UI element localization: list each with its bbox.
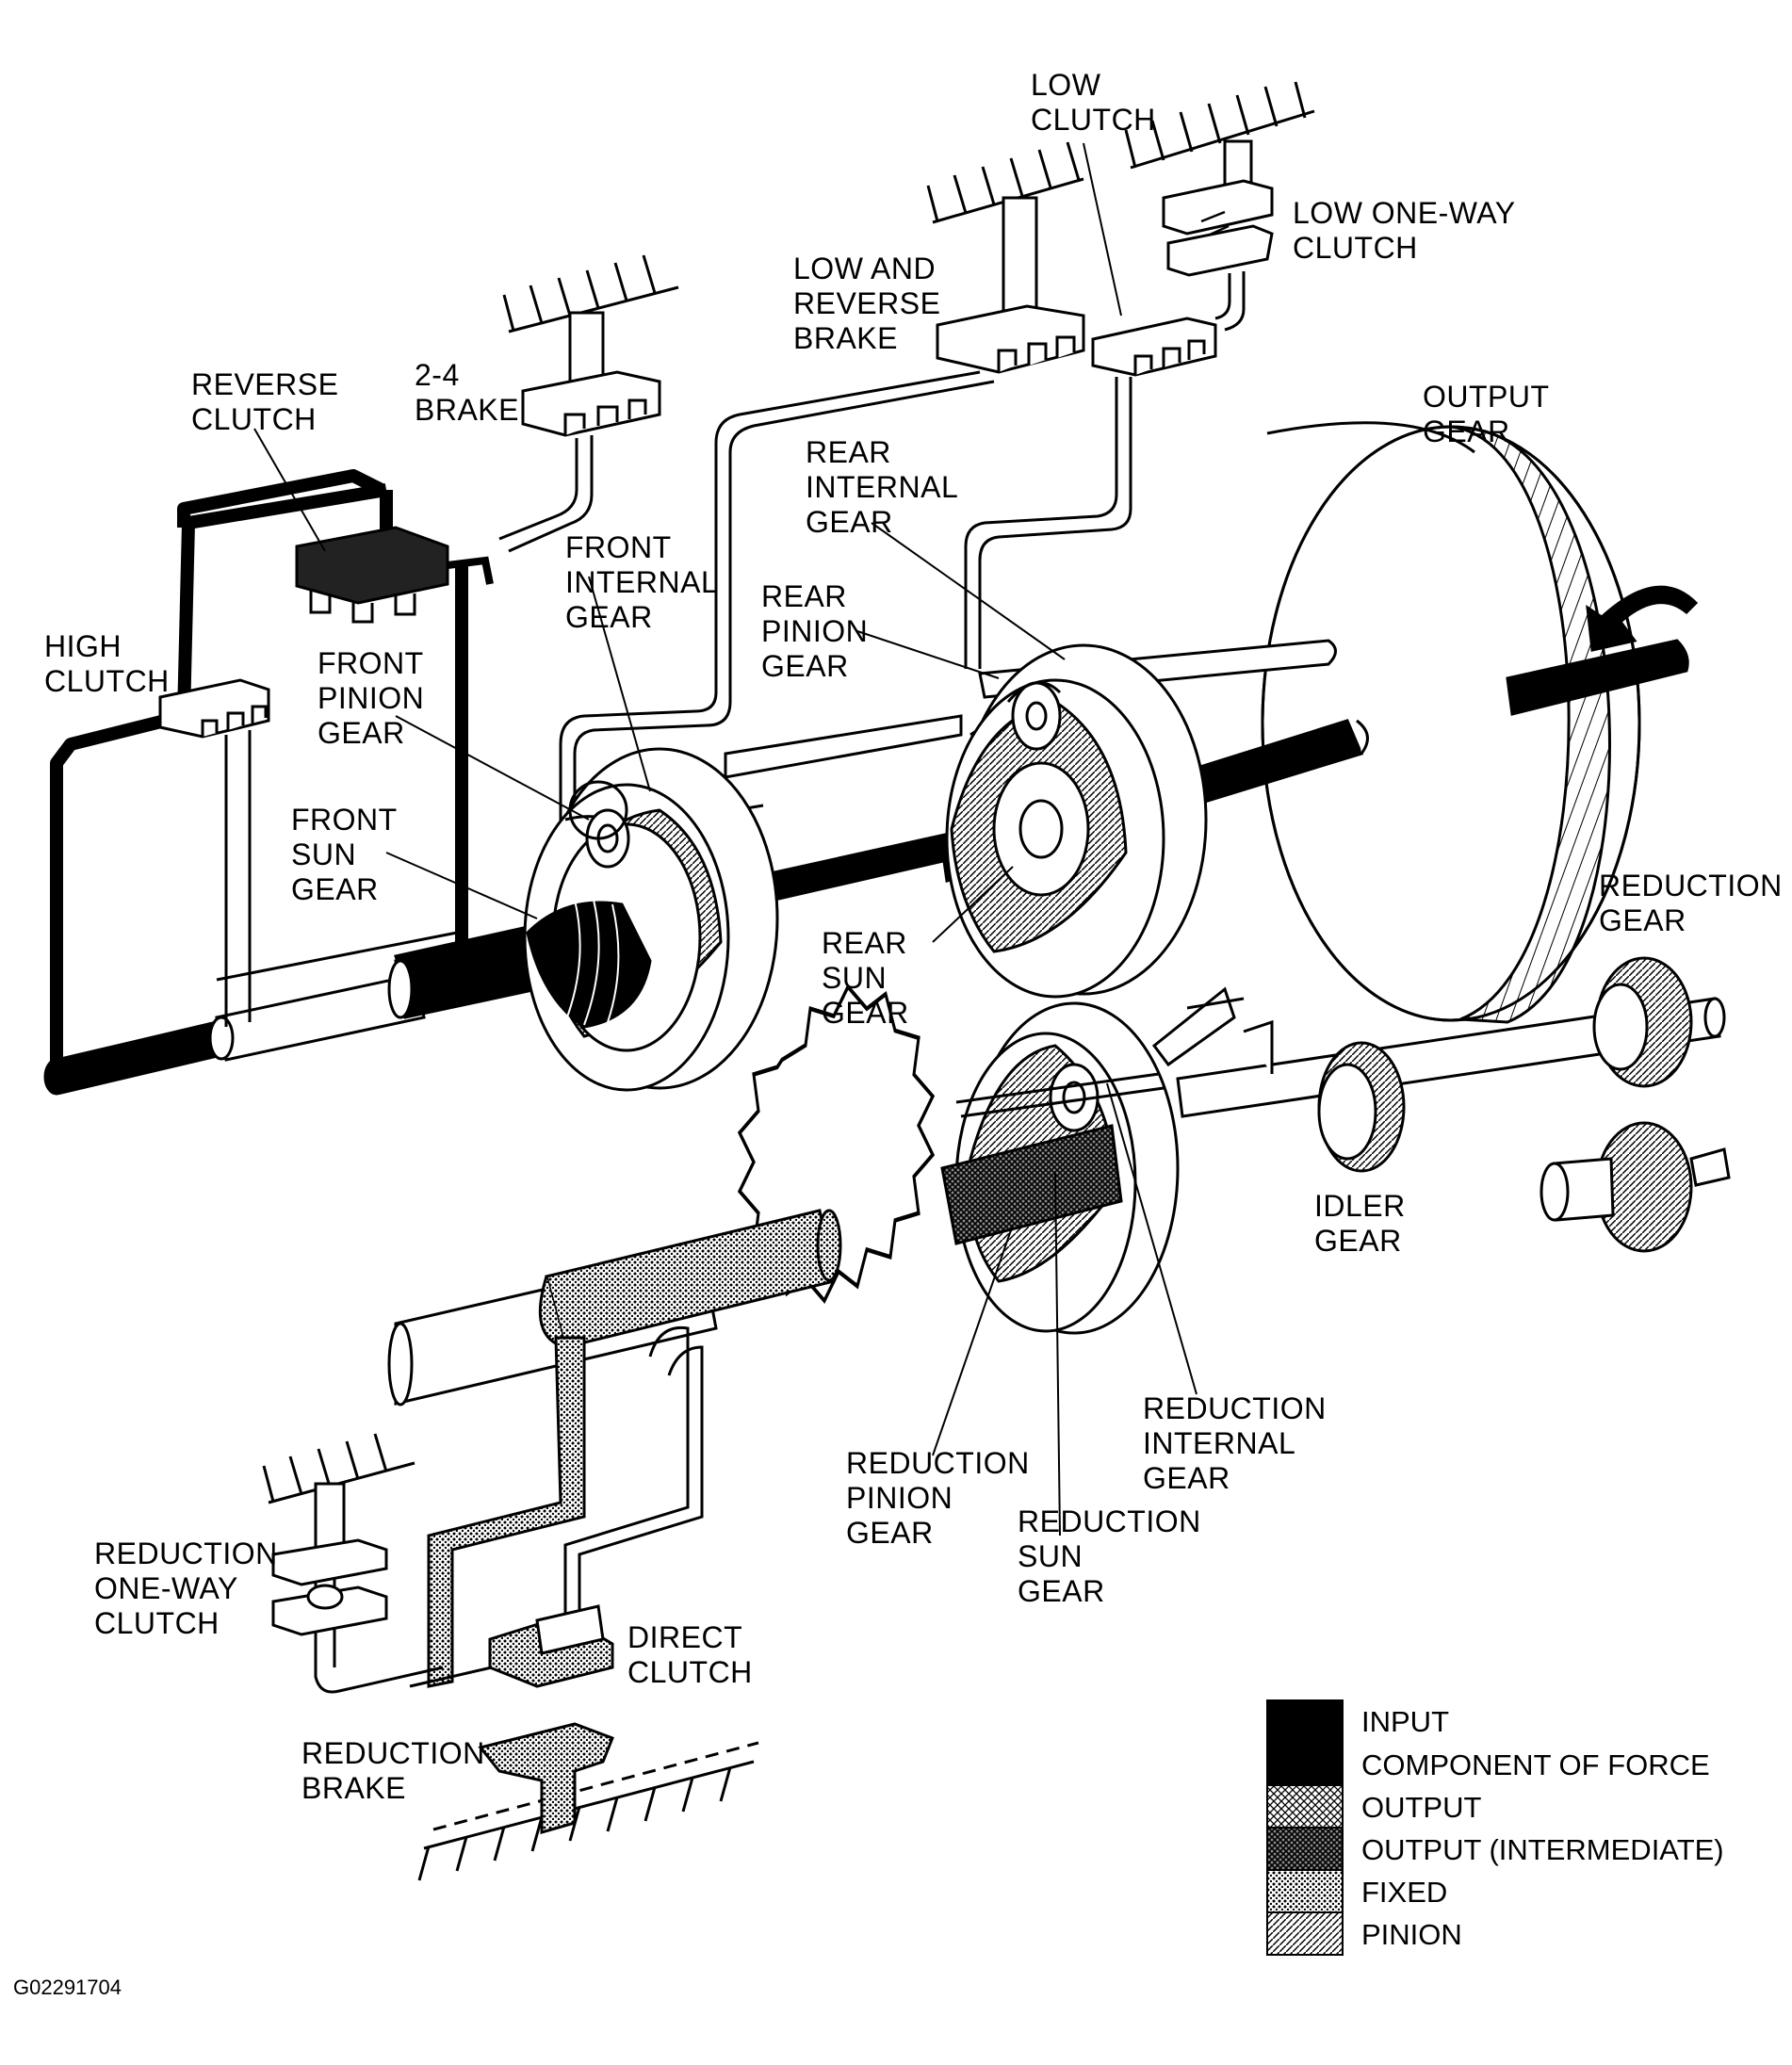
ground-reduction-brake	[417, 1741, 759, 1881]
legend-swatch-output	[1266, 1784, 1344, 1829]
legend-swatch-output-intermediate	[1266, 1827, 1344, 1871]
reverse-clutch	[295, 526, 494, 624]
idler-reduction-gears	[1151, 956, 1731, 1253]
reduction-sun-shape	[940, 1124, 1123, 1245]
ground-hatch-group	[262, 81, 1315, 1881]
connecting-drums	[498, 271, 1246, 878]
low-clutch-caliper	[1091, 317, 1217, 377]
legend-label-output-intermediate: OUTPUT (INTERMEDIATE)	[1361, 1833, 1724, 1866]
leader-lines	[253, 142, 1197, 1537]
legend-swatch-pinion	[1266, 1911, 1344, 1956]
rear-planetary	[945, 643, 1208, 999]
legend-swatch-component	[1266, 1742, 1344, 1786]
reduction-brake	[478, 1722, 614, 1834]
legend-swatches	[1266, 1699, 1344, 1956]
high-clutch-drum	[50, 469, 468, 1065]
output-gear	[1261, 421, 1641, 1024]
legend-label-fixed: FIXED	[1361, 1876, 1448, 1909]
legend-label-output: OUTPUT	[1361, 1791, 1482, 1824]
reduction-planetary	[940, 1001, 1180, 1335]
low-one-way-clutch	[1162, 179, 1274, 277]
legend-label-pinion: PINION	[1361, 1918, 1462, 1951]
reduction-one-way-clutch	[271, 1482, 388, 1636]
ground-low-clutch	[1124, 81, 1315, 170]
low-reverse-brake-caliper	[936, 304, 1085, 374]
rotation-arrow	[1586, 585, 1699, 652]
legend-label-component-of-force: COMPONENT OF FORCE	[1361, 1748, 1710, 1781]
legend-swatch-input	[1266, 1699, 1344, 1744]
figure-id: G02291704	[13, 1976, 122, 1999]
direct-clutch	[488, 1604, 614, 1688]
reduction-output-shaft	[387, 1209, 842, 1406]
ground-2-4-brake	[502, 254, 679, 333]
front-sun-gear-shape	[526, 901, 652, 1029]
front-planetary	[523, 747, 779, 1092]
legend-label-input: INPUT	[1361, 1705, 1449, 1738]
brake-2-4	[521, 370, 661, 437]
legend-swatch-fixed	[1266, 1869, 1344, 1913]
high-clutch-caliper	[158, 678, 458, 1027]
